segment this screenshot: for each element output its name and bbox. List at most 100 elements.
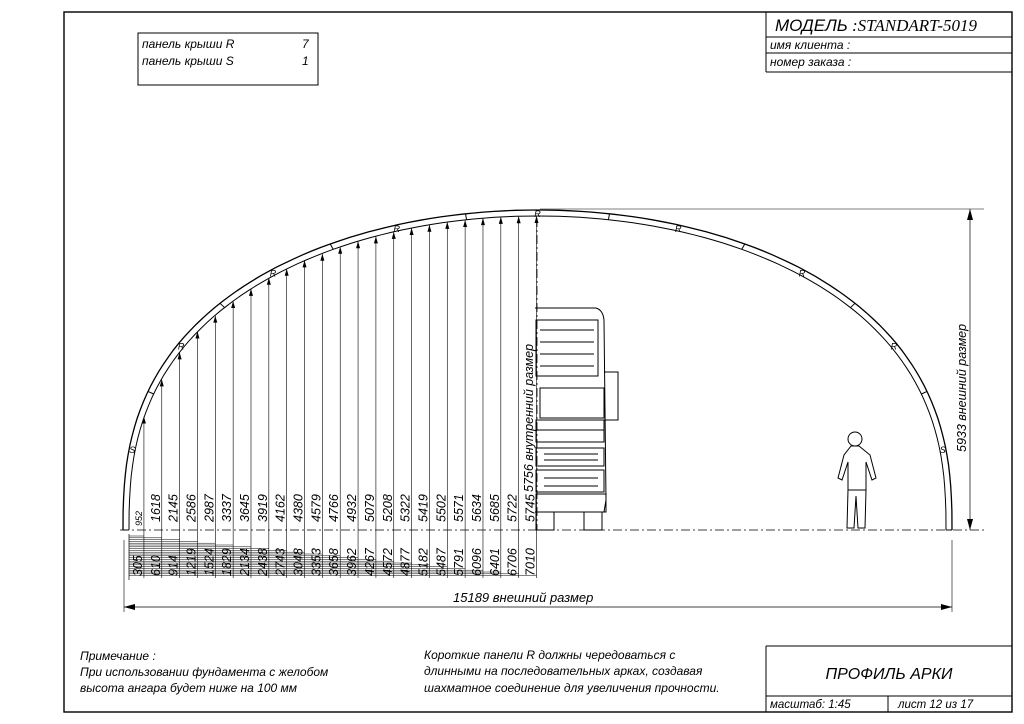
panel-joint [741, 243, 746, 250]
height-arrow [177, 352, 182, 360]
height-arrow [248, 288, 253, 296]
offset-value: 3658 [327, 548, 341, 576]
panel-joint [921, 390, 928, 395]
height-value: 5208 [381, 494, 395, 522]
panel-joint [219, 302, 225, 308]
offset-value: 610 [149, 555, 163, 576]
client-label: имя клиента : [770, 38, 850, 52]
offset-value: 5791 [452, 548, 466, 576]
height-arrow [463, 219, 468, 227]
scale-label: масштаб: 1:45 [770, 699, 851, 711]
note-line-2: высота ангара будет ниже на 100 мм [80, 681, 297, 695]
note-line-1: При использовании фундамента с желобом [80, 665, 328, 679]
height-value: 4579 [309, 494, 323, 522]
panel-s-count: 1 [302, 54, 309, 68]
height-value: 5419 [416, 494, 430, 522]
height-value: 5685 [488, 494, 502, 522]
offset-value: 4572 [381, 548, 395, 576]
offset-value: 5487 [434, 547, 448, 576]
panel-label: R [799, 268, 806, 278]
offset-value: 305 [131, 555, 145, 576]
panel-label: R [394, 224, 401, 234]
height-arrow [445, 221, 450, 229]
drawing-frame [63, 11, 1013, 713]
panel-label: R [534, 209, 541, 219]
height-arrow [284, 268, 289, 276]
height-value: 4766 [327, 494, 341, 522]
height-arrow [427, 224, 432, 232]
height-value: 3919 [256, 494, 270, 522]
offset-value: 1219 [184, 548, 198, 576]
height-arrow [498, 216, 503, 224]
panel-label: R [891, 341, 898, 351]
panel-count-table: панель крыши R 7 панель крыши S 1 [137, 32, 319, 86]
panel-label: R [270, 268, 277, 278]
panel-note-line-3: шахматное соединение для увеличения проч… [424, 681, 720, 695]
offset-value: 4267 [363, 547, 377, 576]
panel-joint [329, 243, 334, 250]
height-arrow [480, 218, 485, 226]
height-value: 4380 [292, 494, 306, 522]
width-dimension: 15189 внешний размер [123, 540, 953, 612]
notes: Примечание : При использовании фундамент… [80, 648, 720, 695]
height-value: 1618 [149, 494, 163, 522]
height-value: 5571 [452, 494, 466, 522]
offset-value: 1524 [202, 548, 216, 576]
height-value: 2987 [202, 493, 216, 523]
height-arrow [231, 300, 236, 308]
order-label: номер заказа : [770, 55, 851, 69]
panel-joint [607, 213, 610, 220]
height-value: 952 [134, 511, 144, 526]
height-value: 5745 [524, 494, 538, 522]
height-value: 5502 [434, 494, 448, 522]
height-value: 2145 [167, 494, 181, 523]
panel-note-line-1: Короткие панели R должны чередоваться с [424, 648, 675, 662]
panel-joint [147, 390, 154, 395]
offset-value: 2438 [256, 548, 270, 577]
height-arrow [409, 228, 414, 236]
offset-value: 3353 [309, 548, 323, 576]
height-arrow [159, 379, 164, 387]
panel-r-count: 7 [302, 37, 310, 51]
height-value: 5079 [363, 494, 377, 522]
panel-s-label: панель крыши S [142, 54, 234, 68]
width-label: 15189 внешний размер [453, 590, 593, 605]
panel-joint [465, 213, 468, 220]
offset-value: 2743 [274, 548, 288, 577]
title-block: МОДЕЛЬ :STANDART-5019 имя клиента : номе… [765, 12, 1012, 73]
height-arrow [356, 241, 361, 249]
height-value: 2586 [184, 494, 198, 523]
offset-value: 6096 [470, 548, 484, 576]
height-arrow [373, 236, 378, 244]
offset-value: 2134 [238, 548, 252, 577]
offset-value: 4877 [399, 547, 413, 576]
outer-height-dimension: 5933 внешний размер [540, 208, 984, 530]
height-arrow [266, 277, 271, 285]
offset-value: 6706 [506, 548, 520, 576]
panel-label: S [129, 445, 135, 455]
height-arrow [338, 246, 343, 254]
panel-label: R [675, 224, 682, 234]
offset-value: 914 [167, 555, 181, 576]
height-arrow [141, 416, 146, 424]
model-value: :STANDART-5019 [852, 16, 977, 35]
height-arrow [516, 216, 521, 224]
offset-value: 6401 [488, 548, 502, 576]
height-value: 5322 [399, 494, 413, 522]
panel-joint [850, 302, 856, 308]
drawing-title: ПРОФИЛЬ АРКИ [826, 666, 953, 683]
height-arrow [213, 315, 218, 323]
person-icon [837, 431, 877, 529]
height-value: 3337 [220, 493, 234, 522]
truck-front-icon [535, 307, 619, 531]
inner-height-label: 5756 внутренний размер [522, 344, 536, 492]
height-arrow [534, 216, 539, 223]
offset-value: 5182 [416, 548, 430, 576]
note-heading: Примечание : [80, 649, 156, 663]
panel-label: S [940, 445, 946, 455]
offset-value: 3048 [292, 548, 306, 576]
